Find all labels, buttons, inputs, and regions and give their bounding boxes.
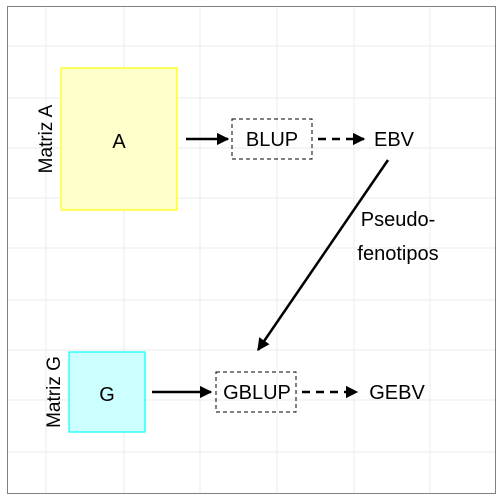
- matrix-g-box: [68, 351, 146, 433]
- gblup-label: GBLUP: [223, 382, 291, 404]
- matrix-a-letter: A: [112, 131, 126, 153]
- ebv-label: EBV: [374, 129, 415, 151]
- grid-lines: [8, 7, 495, 493]
- matrix-g-side-label: Matriz G: [44, 356, 65, 428]
- pseudo-label-line2: fenotipos: [357, 243, 438, 265]
- blup-label: BLUP: [246, 129, 298, 151]
- pseudo-label-line1: Pseudo-: [361, 209, 436, 231]
- blup-box: [231, 118, 313, 160]
- matrix-a-side-label: Matriz A: [36, 104, 57, 173]
- gblup-box: [215, 371, 297, 413]
- arrow-ebv-to-gblup: [256, 159, 390, 352]
- gebv-label: GEBV: [369, 382, 425, 404]
- matrix-g-letter: G: [99, 384, 115, 406]
- matrix-a-box: [60, 67, 178, 211]
